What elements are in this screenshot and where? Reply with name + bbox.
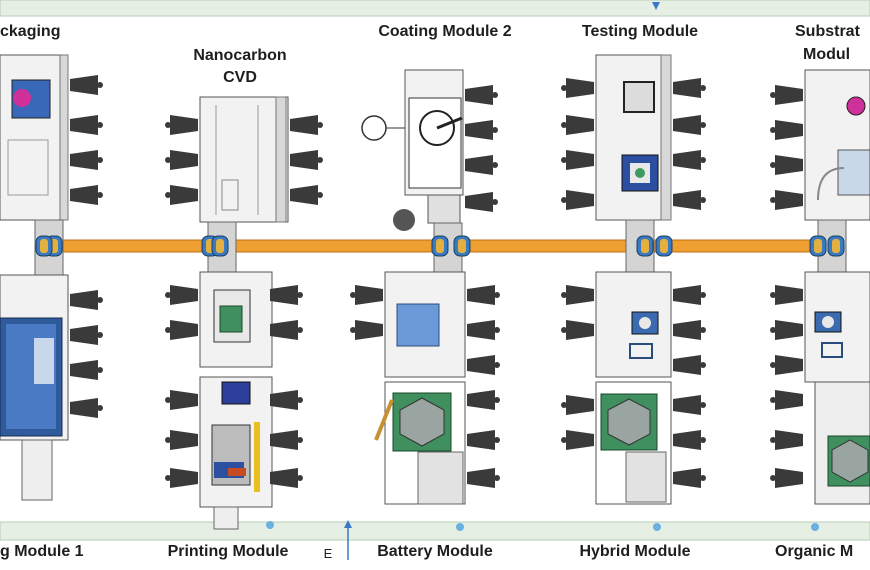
organic-module	[770, 271, 870, 505]
bottom-frame	[0, 521, 870, 541]
coating-module	[361, 69, 498, 231]
bottom-arrow	[344, 520, 352, 528]
substrate-module	[770, 69, 870, 221]
label-printing-module: Printing Module	[167, 543, 289, 560]
hybrid-module	[561, 271, 706, 505]
top-frame	[0, 0, 870, 17]
label-organic-module: Organic M	[775, 543, 854, 560]
printing-module	[165, 271, 303, 530]
label-substrate-line1: Substrat	[795, 23, 860, 40]
label-hybrid-module: Hybrid Module	[579, 543, 691, 560]
label-packaging: ckaging	[0, 23, 61, 40]
testing-module	[561, 54, 706, 221]
battery-module	[350, 271, 500, 505]
label-battery-module: Battery Module	[377, 543, 493, 560]
label-coating-module: Coating Module 2	[378, 23, 512, 40]
label-stray: E	[323, 546, 333, 561]
top-arrow	[652, 2, 660, 10]
label-module-1: g Module 1	[0, 543, 84, 560]
label-substrate-line2: Modul	[803, 46, 851, 63]
module-1	[0, 274, 103, 501]
nanocarbon-cvd-module	[165, 96, 323, 223]
label-testing-module: Testing Module	[581, 23, 699, 40]
label-nanocarbon-line1: Nanocarbon	[193, 47, 287, 64]
packaging-module	[0, 54, 103, 221]
label-nanocarbon-line2: CVD	[223, 69, 257, 86]
